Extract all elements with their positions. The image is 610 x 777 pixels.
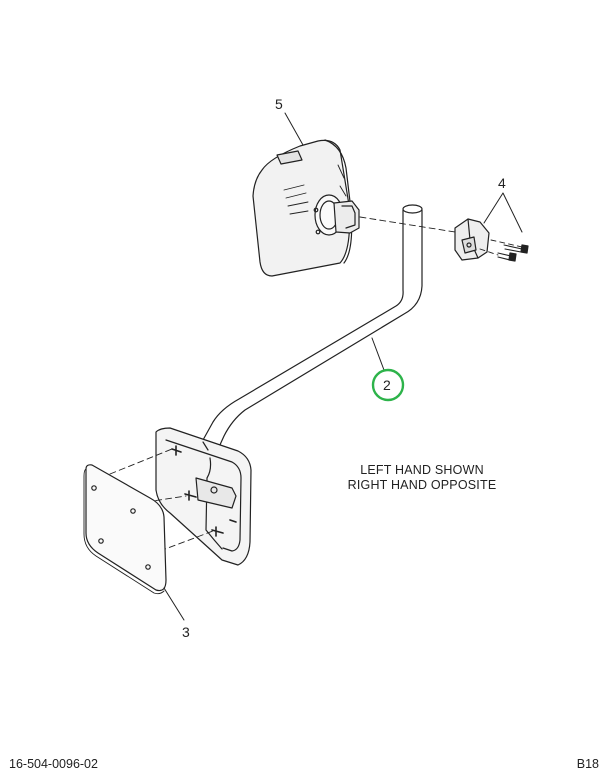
note-line-2: RIGHT HAND OPPOSITE — [347, 478, 497, 492]
callout-3: 3 — [182, 624, 190, 640]
page-code: B18 — [576, 757, 599, 771]
orientation-note: LEFT HAND SHOWN RIGHT HAND OPPOSITE — [318, 463, 526, 493]
callout-4: 4 — [498, 175, 506, 191]
mirror-arm — [202, 204, 423, 459]
document-number: 16-504-0096-02 — [9, 757, 98, 771]
mirror-head — [252, 139, 360, 277]
callout-5: 5 — [275, 96, 283, 112]
mirror-base — [155, 427, 252, 566]
backing-plate — [83, 464, 167, 595]
clamp-assembly — [454, 218, 529, 262]
callout-2: 2 — [383, 377, 391, 393]
callout-2-highlight — [371, 368, 405, 402]
note-line-1: LEFT HAND SHOWN — [360, 463, 484, 477]
